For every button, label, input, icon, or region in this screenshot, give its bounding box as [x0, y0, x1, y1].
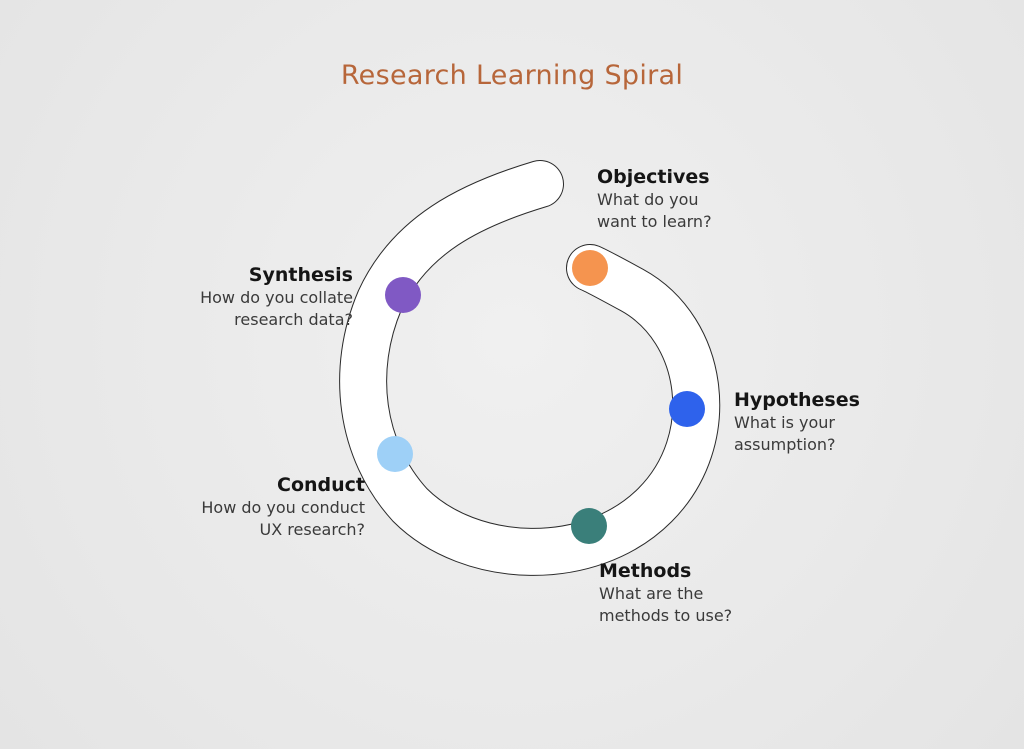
stage-synthesis: Synthesis How do you collate research da…: [123, 263, 353, 331]
stage-question-line: How do you conduct: [201, 498, 365, 517]
stage-question-line: research data?: [234, 310, 353, 329]
objectives-node: [572, 250, 608, 286]
spiral-track-inner: [340, 161, 720, 575]
stage-question-line: How do you collate: [200, 288, 353, 307]
hypotheses-node: [669, 391, 705, 427]
page-title: Research Learning Spiral: [340, 60, 684, 91]
stage-conduct: Conduct How do you conduct UX research?: [135, 473, 365, 541]
stage-question-line: What are the: [599, 584, 704, 603]
methods-node: [571, 508, 607, 544]
stage-title: Hypotheses: [734, 389, 860, 411]
stage-title: Methods: [599, 560, 692, 582]
stage-question-line: want to learn?: [597, 212, 712, 231]
stage-title: Conduct: [277, 474, 365, 496]
stage-hypotheses: Hypotheses What is your assumption?: [734, 388, 964, 456]
synthesis-node: [385, 277, 421, 313]
stage-question-line: assumption?: [734, 435, 836, 454]
stage-question-line: What is your: [734, 413, 835, 432]
stage-title: Synthesis: [248, 264, 353, 286]
stage-objectives: Objectives What do you want to learn?: [597, 165, 827, 233]
stage-question-line: methods to use?: [599, 606, 733, 625]
stage-question-line: What do you: [597, 190, 699, 209]
stage-question-line: UX research?: [259, 520, 365, 539]
stage-methods: Methods What are the methods to use?: [599, 559, 829, 627]
stage-title: Objectives: [597, 166, 710, 188]
conduct-node: [377, 436, 413, 472]
